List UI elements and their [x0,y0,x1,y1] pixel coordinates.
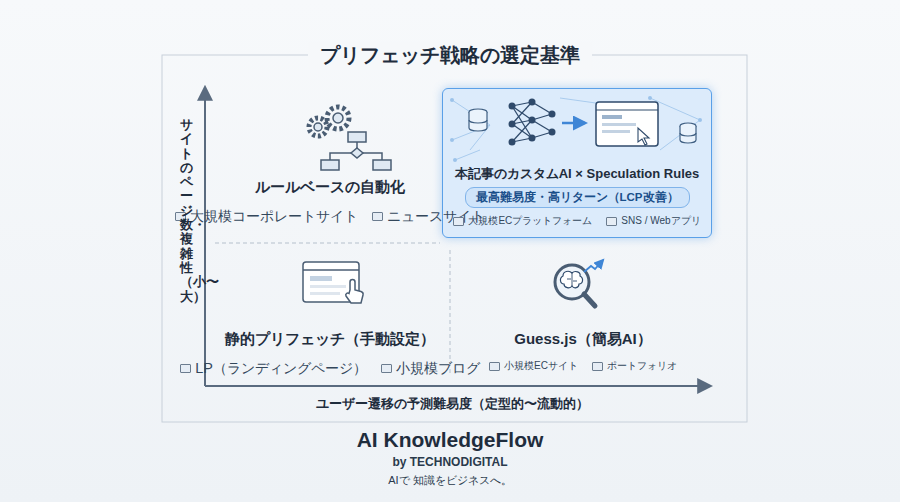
diagram-title: プリフェッチ戦略の選定基準 [308,42,592,69]
child-slot: 最高難易度・高リターン（LCP改善） [465,183,690,208]
example-tag: 大規模コーポレートサイト [175,207,358,226]
divider [215,243,440,244]
quadrant-title: ルールベースの自動化 [255,178,405,197]
browser-hand-icon [303,262,363,303]
axis-label: サイトのページ数・複雑性（小〜大） [180,118,193,304]
strategy-quadrant: Guess.js（簡易AI） 小規模ECサイトポートフォリオ [458,250,708,380]
brand-tagline: AIで 知識をビジネスへ。 [388,473,511,488]
badge-pill: 最高難易度・高リターン（LCP改善） [465,187,690,208]
frame [162,55,747,422]
example-tag: 小規模ECサイト [489,359,578,373]
example-tag: 大規模ECプラットフォーム [453,214,592,228]
gears-flowchart-icon [309,107,391,170]
highlight-fill [442,88,712,238]
example-tags: LP（ランディングページ） 小規模ブログ [180,359,480,378]
y-axis [204,88,206,386]
brand-byline: by TECHNODIGITAL [392,455,507,469]
strategy-quadrant: 静的プリフェッチ（手動設定）LP（ランディングページ）小規模ブログ [215,250,445,380]
divider [450,250,451,376]
highlight-box: 本記事のカスタムAI × Speculation Rules 最高難易度・高リター… [442,88,712,238]
example-tag: LP（ランディングページ） [180,359,367,378]
ai-network-illustration [450,96,702,162]
quadrant-title: Guess.js（簡易AI） [514,330,652,349]
quadrant-title: 静的プリフェッチ（手動設定） [225,330,435,349]
strategy-quadrant: ルールベースの自動化大規模コーポレートサイトニュースサイト [215,100,445,235]
example-tags: 大規模コーポレートサイトニュースサイト [175,207,485,226]
magnifier-brain-icon [555,260,603,306]
example-tags: 大規模ECプラットフォーム SNS / Webアプリ [453,214,700,228]
axis-label: ユーザー遷移の予測難易度（定型的〜流動的） [316,395,589,413]
x-axis [205,385,710,387]
brand-name: AI KnowledgeFlow [357,428,544,452]
example-tag: SNS / Webアプリ [606,214,700,228]
example-tag: 小規模ブログ [381,359,480,378]
example-tag: ポートフォリオ [592,359,677,373]
quadrant-title: 本記事のカスタムAI × Speculation Rules [455,165,700,183]
example-tags: 小規模ECサイトポートフォリオ [489,359,677,373]
badge-text: 最高難易度・高リターン（LCP改善） [476,190,679,205]
